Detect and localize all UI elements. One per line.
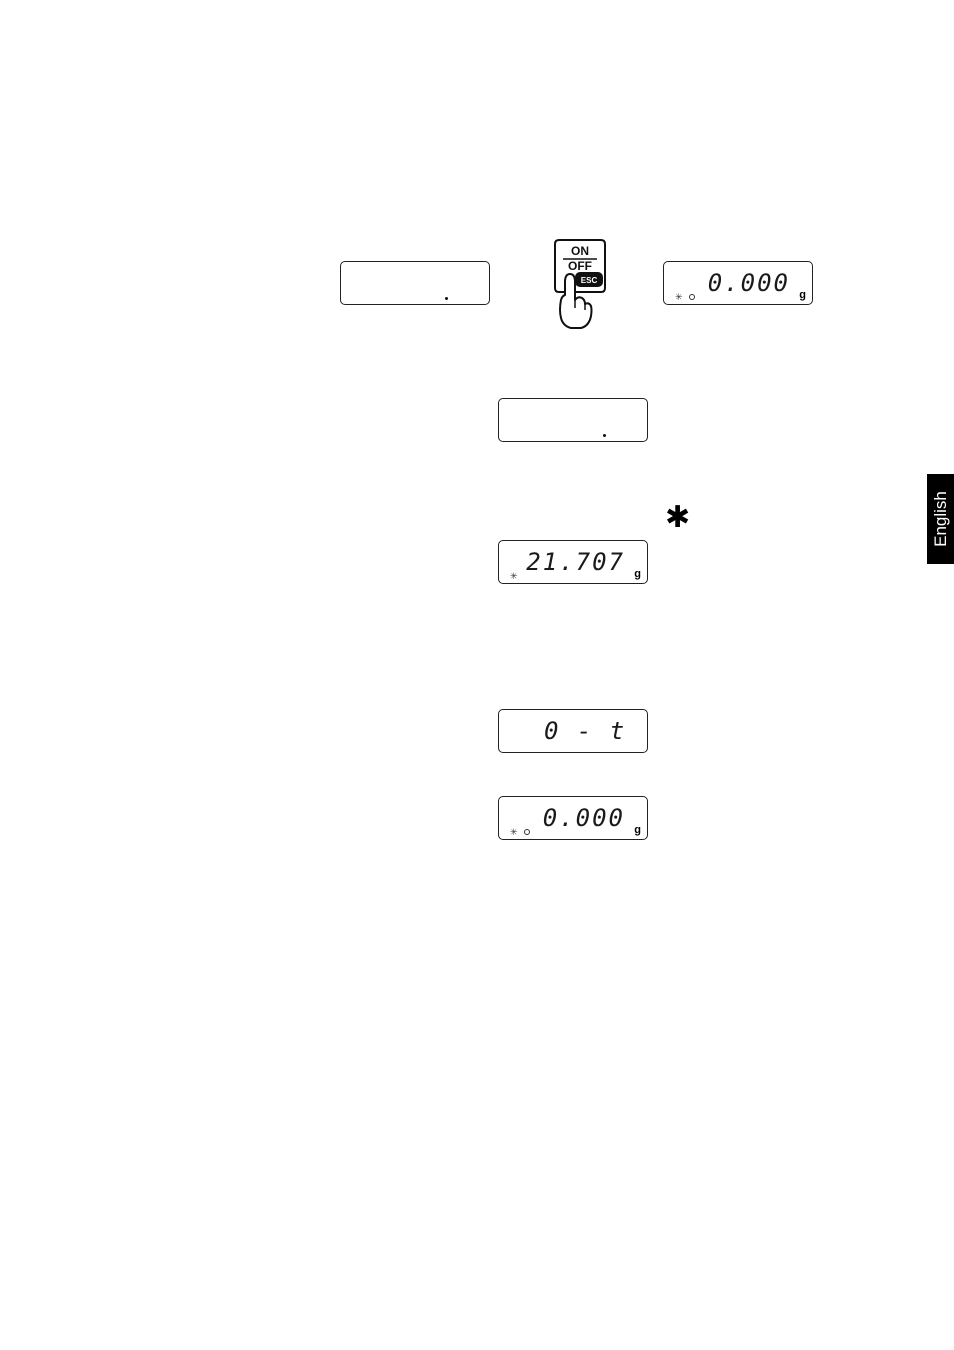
unit-label: g <box>799 289 806 301</box>
lcd-display-zero: 0.000 g ✳ <box>663 261 813 305</box>
decimal-dot <box>603 434 606 437</box>
lcd-digits: 0.000 <box>708 269 790 297</box>
stability-marker-icon: ✱ <box>665 503 690 533</box>
zero-indicator-icon <box>524 829 530 835</box>
lcd-digits: 21.707 <box>526 548 625 576</box>
unit-label: g <box>634 568 641 580</box>
lcd-display-final-zero: 0.000 g ✳ <box>498 796 648 840</box>
stability-icon: ✳ <box>510 827 518 837</box>
lcd-digits: 0.000 <box>543 804 625 832</box>
lcd-digits: 0 - t <box>544 717 626 745</box>
lcd-display-weight: 21.707 g ✳ <box>498 540 648 584</box>
stability-icon: ✳ <box>675 292 683 302</box>
lcd-display-blank-mid <box>498 398 648 442</box>
lcd-display-blank-initial <box>340 261 490 305</box>
key-on-label: ON <box>571 244 589 258</box>
zero-indicator-icon <box>689 294 695 300</box>
decimal-dot <box>445 297 448 300</box>
key-esc-label: ESC <box>581 276 598 285</box>
language-tab: English <box>927 474 954 564</box>
unit-label: g <box>634 824 641 836</box>
lcd-display-tare-message: 0 - t <box>498 709 648 753</box>
stability-icon: ✳ <box>510 571 518 581</box>
on-off-esc-key-icon[interactable]: ON OFF ESC <box>545 238 615 334</box>
key-off-label: OFF <box>568 259 592 273</box>
language-tab-label: English <box>931 491 951 547</box>
